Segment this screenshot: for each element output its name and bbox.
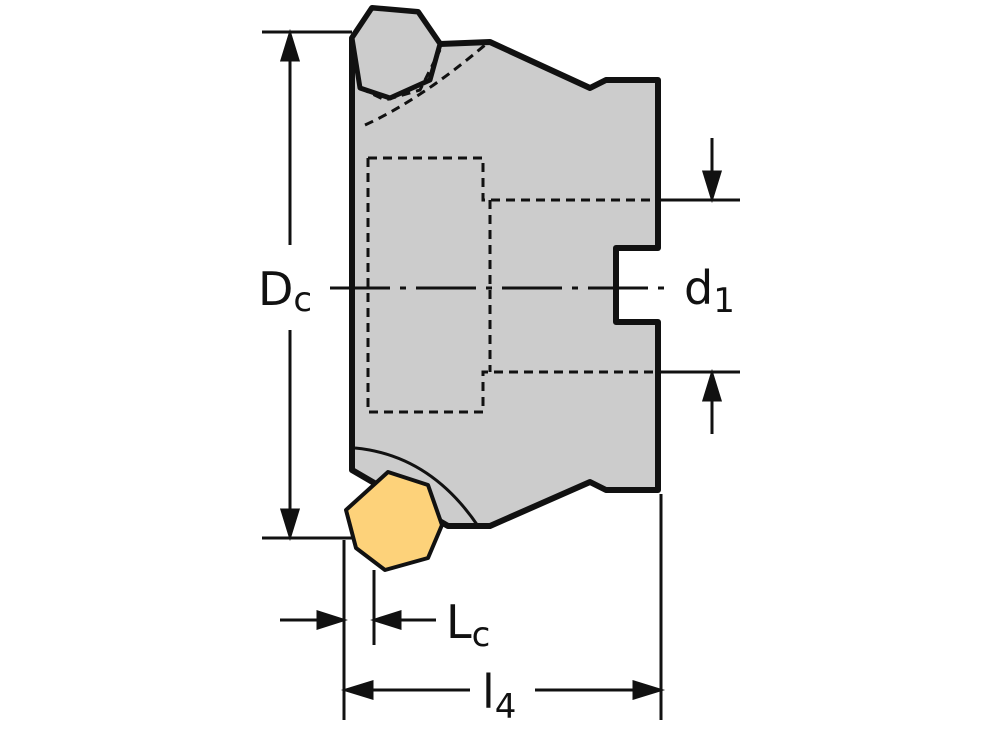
bottom-arc <box>354 446 480 527</box>
hidden-lines <box>359 43 658 414</box>
l4-dimension <box>340 494 666 720</box>
dc-label: Dc <box>258 262 312 320</box>
bottom-insert <box>344 470 444 572</box>
lc-label: Lc <box>446 595 490 655</box>
d1-dimension <box>658 138 740 434</box>
dc-dimension <box>262 28 352 542</box>
l4-label: l4 <box>482 665 516 727</box>
d1-label: d1 <box>684 261 735 321</box>
